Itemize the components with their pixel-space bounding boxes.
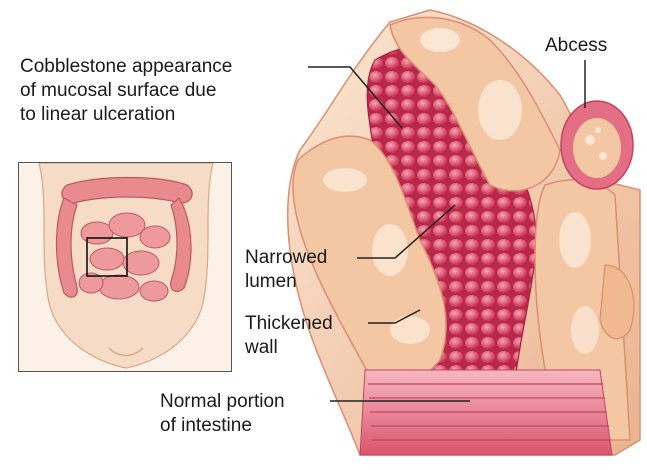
label-thickened-line2: wall [245,336,333,360]
label-abcess: Abcess [545,34,607,58]
label-narrowed-line2: lumen [245,270,327,294]
normal-intestine-rings [360,370,612,455]
label-normal-portion: Normal portion of intestine [160,390,285,438]
label-cobblestone-line2: of mucosal surface due [20,79,232,103]
abdomen-drawing [19,163,232,372]
label-narrowed-lumen: Narrowed lumen [245,246,327,294]
label-normal-line1: Normal portion [160,390,285,414]
label-cobblestone: Cobblestone appearance of mucosal surfac… [20,55,232,127]
label-narrowed-line1: Narrowed [245,246,327,270]
label-thickened-wall: Thickened wall [245,312,333,360]
label-cobblestone-line3: to linear ulceration [20,103,232,127]
label-cobblestone-line1: Cobblestone appearance [20,55,232,79]
label-normal-line2: of intestine [160,414,285,438]
label-thickened-line1: Thickened [245,312,333,336]
abscess [561,101,633,189]
abdomen-inset [18,162,232,372]
